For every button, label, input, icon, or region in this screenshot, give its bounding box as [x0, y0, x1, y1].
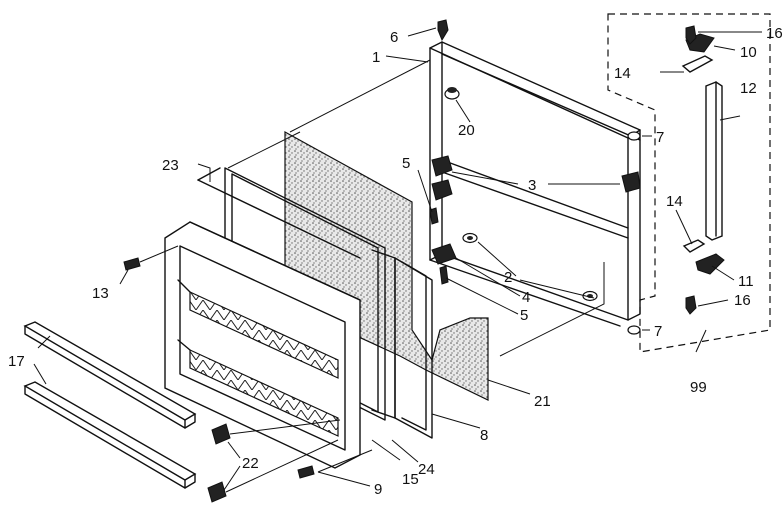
plug-20 [444, 87, 460, 100]
callout-1: 1 [372, 49, 380, 66]
callout-13: 13 [92, 285, 109, 302]
screw-5-lower [439, 265, 449, 285]
callout-labels: 1 2 3 4 5 5 6 7 7 8 9 10 11 12 13 14 14 … [8, 25, 783, 498]
shelf-rail-lower [23, 381, 197, 489]
callout-10: 10 [740, 44, 757, 61]
hinge-bar [705, 81, 723, 241]
callout-14a: 14 [614, 65, 631, 82]
callout-15: 15 [402, 471, 419, 488]
callout-16a: 16 [766, 25, 783, 42]
shelf-end-cap-lower [207, 481, 227, 503]
callout-21: 21 [534, 393, 551, 410]
screw-9 [297, 465, 315, 479]
hinge-bracket-right [621, 171, 641, 193]
screw-6 [437, 19, 449, 42]
shelf-rail-upper [23, 321, 197, 429]
shelf-end-cap-upper [211, 423, 231, 445]
screw-16-top [685, 25, 697, 45]
callout-5a: 5 [402, 155, 410, 172]
callout-17: 17 [8, 353, 25, 370]
callout-3: 3 [528, 177, 536, 194]
alignment-lines [139, 59, 605, 493]
callout-7a: 7 [656, 129, 664, 146]
callout-2: 2 [504, 269, 512, 286]
callout-6: 6 [390, 29, 398, 46]
door-liner [164, 221, 361, 469]
washer-2a [462, 232, 478, 244]
callout-20: 20 [458, 122, 475, 139]
outer-door-panel [371, 249, 433, 439]
callout-16b: 16 [734, 292, 751, 309]
callout-9: 9 [374, 481, 382, 498]
callout-24: 24 [418, 461, 435, 478]
callout-14b: 14 [666, 193, 683, 210]
callout-99: 99 [690, 379, 707, 396]
plug-7-upper [627, 131, 641, 141]
leader-lines [33, 27, 762, 491]
hinge-bottom [682, 239, 725, 275]
callout-11: 11 [738, 273, 754, 290]
callout-12: 12 [740, 80, 757, 97]
callout-4: 4 [522, 289, 530, 306]
callout-8: 8 [480, 427, 488, 444]
callout-7b: 7 [654, 323, 662, 340]
screw-13 [123, 257, 141, 271]
callout-23: 23 [162, 157, 179, 174]
bracket-4 [431, 243, 457, 265]
plug-7-lower [627, 325, 641, 335]
callout-22: 22 [242, 455, 259, 472]
screw-16-bottom [685, 295, 697, 315]
hinge-bracket-left [431, 155, 453, 201]
callout-5b: 5 [520, 307, 528, 324]
